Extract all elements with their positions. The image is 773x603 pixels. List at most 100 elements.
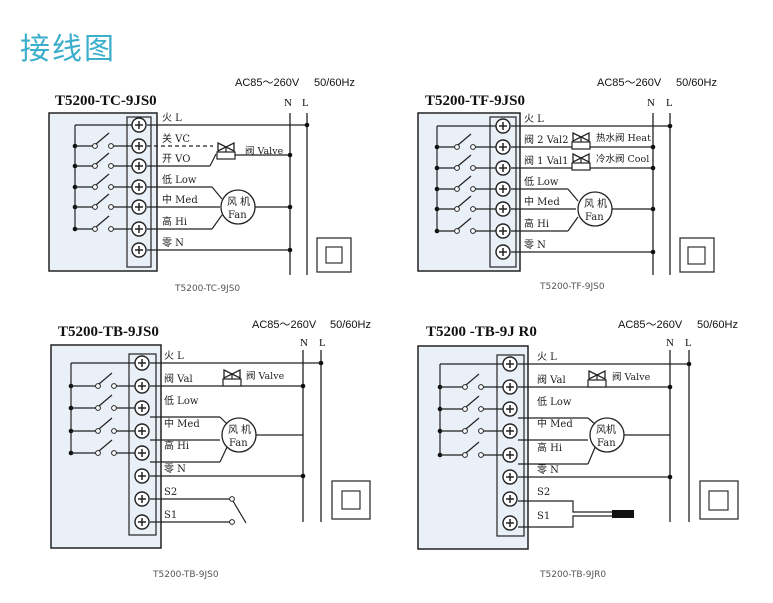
valve-label: 阀 Valve [245, 145, 284, 157]
terminal-label: 阀 2 Val2 [524, 133, 569, 146]
relay-switch [434, 154, 476, 171]
switch-contact [478, 452, 484, 458]
model-label: T5200-TF-9JS0 [425, 93, 525, 109]
terminal-screw-icon [131, 199, 147, 215]
terminal-label: 火 L [164, 350, 184, 362]
terminal-label: S2 [164, 487, 177, 498]
terminal-screw-icon [502, 491, 518, 507]
fan-label-en: Fan [229, 438, 248, 449]
switch-blade [465, 395, 480, 408]
terminal-label: 关 VC [162, 132, 190, 145]
terminal-screw-icon [131, 221, 147, 237]
switch-contact [470, 228, 476, 234]
frequency-spec: 50/60Hz [330, 319, 371, 331]
relay-switch [68, 372, 117, 389]
switch-blade [98, 372, 113, 385]
n-label: N [284, 97, 292, 109]
switch-contact [470, 186, 476, 192]
diagram-tb-9jr0: T5200 -TB-9J R0 AC85～260V 50/60Hz N L 火 … [417, 319, 739, 580]
terminal-screw-icon [134, 491, 150, 507]
switch-blade [98, 417, 113, 430]
fan-low-wire [567, 188, 579, 202]
frequency-spec: 50/60Hz [697, 319, 738, 331]
switch-blade [457, 217, 472, 230]
diagram-tc-9js0: T5200-TC-9JS0 AC85～260V 50/60Hz N L 火 L关… [48, 77, 355, 294]
terminal-screw-icon [131, 138, 147, 154]
switch-contact [95, 383, 101, 389]
terminal-label: S1 [537, 511, 550, 522]
terminal-screw-icon [502, 401, 518, 417]
junction-dot [667, 384, 673, 390]
switch-contact [111, 428, 117, 434]
frequency-spec: 50/60Hz [314, 77, 355, 89]
valve-label: 阀 Valve [612, 371, 651, 383]
junction-dot [667, 474, 673, 480]
fan-label-cn: 风 机 [228, 423, 251, 436]
switch-contact [478, 406, 484, 412]
switch-contact [470, 144, 476, 150]
switch-contact [92, 163, 98, 169]
terminal-label: 零 N [524, 239, 546, 251]
junction-dot [650, 206, 656, 212]
n-label: N [300, 337, 308, 349]
terminal-screw-icon [495, 160, 511, 176]
switch-blade [457, 154, 472, 167]
live-junction-dot [667, 123, 673, 129]
switch-contact [229, 496, 235, 502]
terminal-label: 低 Low [164, 394, 199, 407]
terminal-screw-icon [502, 356, 518, 372]
terminal-screw-icon [131, 242, 147, 258]
diagram-caption: T5200-TC-9JS0 [174, 284, 240, 294]
relay-switch [72, 215, 114, 232]
terminal-screw-icon [495, 118, 511, 134]
switch-contact [92, 143, 98, 149]
fan-hi-wire [219, 444, 229, 463]
relay-switch [68, 417, 117, 434]
valve-icon [587, 369, 607, 388]
outlet-icon [331, 480, 371, 520]
n-label: N [666, 337, 674, 349]
live-junction-dot [686, 361, 692, 367]
switch-contact [454, 206, 460, 212]
terminal-label: 低 Low [537, 395, 572, 408]
fan-label-en: Fan [597, 438, 616, 449]
junction-dot [287, 204, 293, 210]
terminal-screw-icon [495, 244, 511, 260]
fan-label-en: Fan [585, 212, 604, 223]
terminal-label: 火 L [537, 351, 557, 363]
terminal-label: 中 Med [164, 417, 200, 430]
fan-low-wire [211, 186, 223, 200]
live-junction-dot [318, 360, 324, 366]
terminal-label: 零 N [537, 464, 559, 476]
terminal-label: 火 L [162, 112, 182, 124]
terminal-screw-icon [502, 423, 518, 439]
power-spec: AC85～260V [618, 319, 683, 331]
terminal-screw-icon [134, 514, 150, 530]
switch-blade [465, 441, 480, 454]
valve-label: 阀 Valve [246, 370, 285, 382]
terminal-label: 高 Hi [164, 439, 189, 452]
relay-switch [437, 395, 484, 412]
switch-contact [108, 143, 114, 149]
junction-dot [287, 247, 293, 253]
terminal-screw-icon [495, 201, 511, 217]
fan-label-en: Fan [228, 210, 247, 221]
valve-icon [571, 131, 591, 150]
switch-contact [111, 405, 117, 411]
l-label: L [685, 337, 692, 349]
terminal-label: 低 Low [162, 173, 197, 186]
outlet-icon [699, 480, 739, 520]
terminal-label: 高 Hi [162, 215, 187, 228]
terminal-screw-icon [502, 447, 518, 463]
terminal-label: 低 Low [524, 175, 559, 188]
page-title: 接线图 [20, 32, 116, 67]
switch-contact [108, 226, 114, 232]
switch-blade [457, 195, 472, 208]
heat-valve-label: 热水阀 Heat [596, 132, 651, 144]
live-junction-dot [304, 122, 310, 128]
switch-contact [92, 226, 98, 232]
l-label: L [302, 97, 309, 109]
switch-contact [454, 165, 460, 171]
